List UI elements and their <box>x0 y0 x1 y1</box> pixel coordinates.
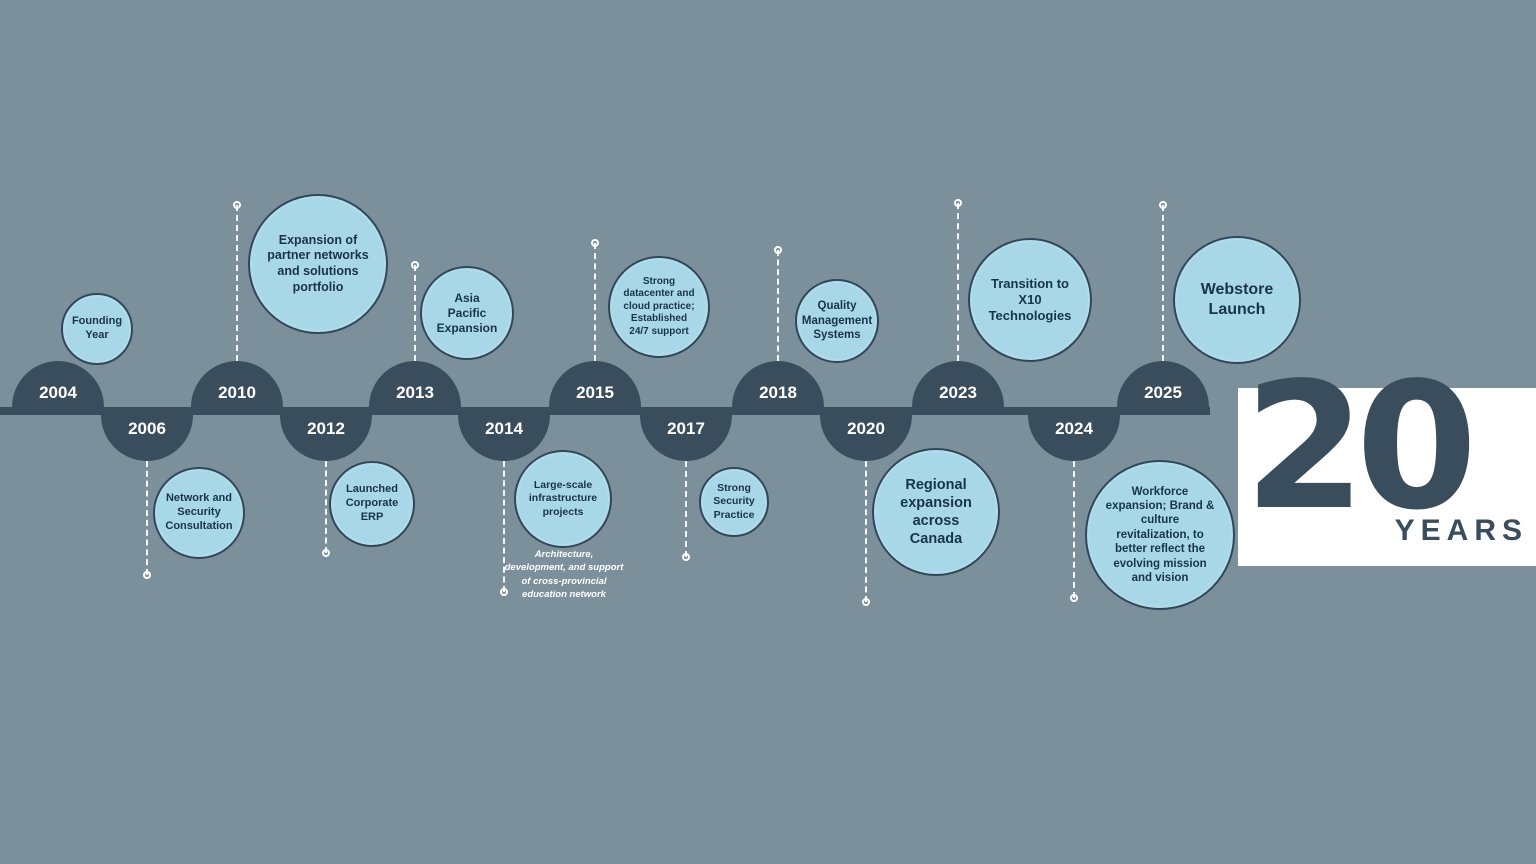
logo-number-20: 20 <box>1244 346 1478 549</box>
milestone-note-2014: Architecture, development, and support o… <box>504 549 624 600</box>
connector-dot-2018 <box>774 246 782 254</box>
year-label: 2006 <box>128 419 166 438</box>
milestone-bubble-2013: Asia Pacific Expansion <box>420 266 514 360</box>
milestone-bubble-2006: Network and Security Consultation <box>153 467 245 559</box>
connector-dot-2014 <box>500 588 508 596</box>
year-label: 2004 <box>39 383 77 402</box>
milestone-label: Launched Corporate ERP <box>345 483 399 523</box>
milestone-label: Strong datacenter and cloud practice; Es… <box>623 275 695 337</box>
connector-line-2014 <box>503 461 505 592</box>
connector-line-2020 <box>865 461 867 602</box>
milestone-bubble-2018: Quality Management Systems <box>795 279 879 363</box>
connector-line-2013 <box>414 265 416 361</box>
year-marker-2010: 2010 <box>191 361 283 407</box>
connector-dot-2017 <box>682 553 690 561</box>
year-label: 2010 <box>218 383 256 402</box>
milestone-label: Founding Year <box>71 315 123 341</box>
year-label: 2018 <box>759 383 797 402</box>
connector-line-2023 <box>957 203 959 361</box>
connector-line-2015 <box>594 243 596 361</box>
milestone-label: Strong Security Practice <box>713 482 755 521</box>
year-label: 2013 <box>396 383 434 402</box>
connector-dot-2013 <box>411 261 419 269</box>
year-marker-2023: 2023 <box>912 361 1004 407</box>
anniversary-logo: 20 YEARS <box>1238 360 1536 566</box>
connector-dot-2023 <box>954 199 962 207</box>
connector-dot-2020 <box>862 598 870 606</box>
year-marker-2018: 2018 <box>732 361 824 407</box>
connector-line-2025 <box>1162 205 1164 361</box>
connector-line-2006 <box>146 461 148 575</box>
milestone-bubble-2015: Strong datacenter and cloud practice; Es… <box>608 256 710 358</box>
milestone-label: Webstore Launch <box>1200 281 1274 318</box>
year-label: 2017 <box>667 419 705 438</box>
milestone-bubble-2025: Webstore Launch <box>1173 236 1301 364</box>
year-marker-2004: 2004 <box>12 361 104 407</box>
year-marker-2013: 2013 <box>369 361 461 407</box>
milestone-bubble-2023: Transition to X10 Technologies <box>968 238 1092 362</box>
milestone-bubble-2017: Strong Security Practice <box>699 467 769 537</box>
connector-dot-2006 <box>143 571 151 579</box>
connector-line-2010 <box>236 205 238 361</box>
year-label: 2023 <box>939 383 977 402</box>
milestone-label: Expansion of partner networks and soluti… <box>267 232 369 294</box>
connector-line-2017 <box>685 461 687 557</box>
logo-caption-years: YEARS <box>1394 514 1528 547</box>
year-marker-2012: 2012 <box>280 415 372 461</box>
year-label: 2014 <box>485 419 523 438</box>
year-label: 2012 <box>307 419 345 438</box>
year-label: 2025 <box>1144 383 1182 402</box>
year-marker-2015: 2015 <box>549 361 641 407</box>
year-label: 2024 <box>1055 419 1093 438</box>
connector-dot-2010 <box>233 201 241 209</box>
milestone-bubble-2020: Regional expansion across Canada <box>872 448 1000 576</box>
year-marker-2025: 2025 <box>1117 361 1209 407</box>
year-marker-2017: 2017 <box>640 415 732 461</box>
milestone-bubble-2010: Expansion of partner networks and soluti… <box>248 194 388 334</box>
connector-line-2024 <box>1073 461 1075 598</box>
milestone-bubble-2024: Workforce expansion; Brand & culture rev… <box>1085 460 1235 610</box>
milestone-label: Asia Pacific Expansion <box>436 290 498 335</box>
milestone-bubble-2004: Founding Year <box>61 293 133 365</box>
year-marker-2006: 2006 <box>101 415 193 461</box>
year-label: 2015 <box>576 383 614 402</box>
connector-dot-2015 <box>591 239 599 247</box>
milestone-label: Quality Management Systems <box>801 300 873 342</box>
milestone-bubble-2014: Large-scale infrastructure projects <box>514 450 612 548</box>
milestone-label: Workforce expansion; Brand & culture rev… <box>1105 485 1215 584</box>
milestone-label: Regional expansion across Canada <box>900 476 972 548</box>
year-marker-2014: 2014 <box>458 415 550 461</box>
year-label: 2020 <box>847 419 885 438</box>
milestone-label: Transition to X10 Technologies <box>988 275 1072 324</box>
milestone-label: Large-scale infrastructure projects <box>528 479 598 518</box>
connector-dot-2012 <box>322 549 330 557</box>
timeline-bar <box>0 407 1210 415</box>
year-marker-2020: 2020 <box>820 415 912 461</box>
year-marker-2024: 2024 <box>1028 415 1120 461</box>
milestone-label: Network and Security Consultation <box>165 492 233 532</box>
connector-line-2012 <box>325 461 327 553</box>
connector-dot-2025 <box>1159 201 1167 209</box>
connector-line-2018 <box>777 250 779 361</box>
milestone-bubble-2012: Launched Corporate ERP <box>329 461 415 547</box>
connector-dot-2024 <box>1070 594 1078 602</box>
